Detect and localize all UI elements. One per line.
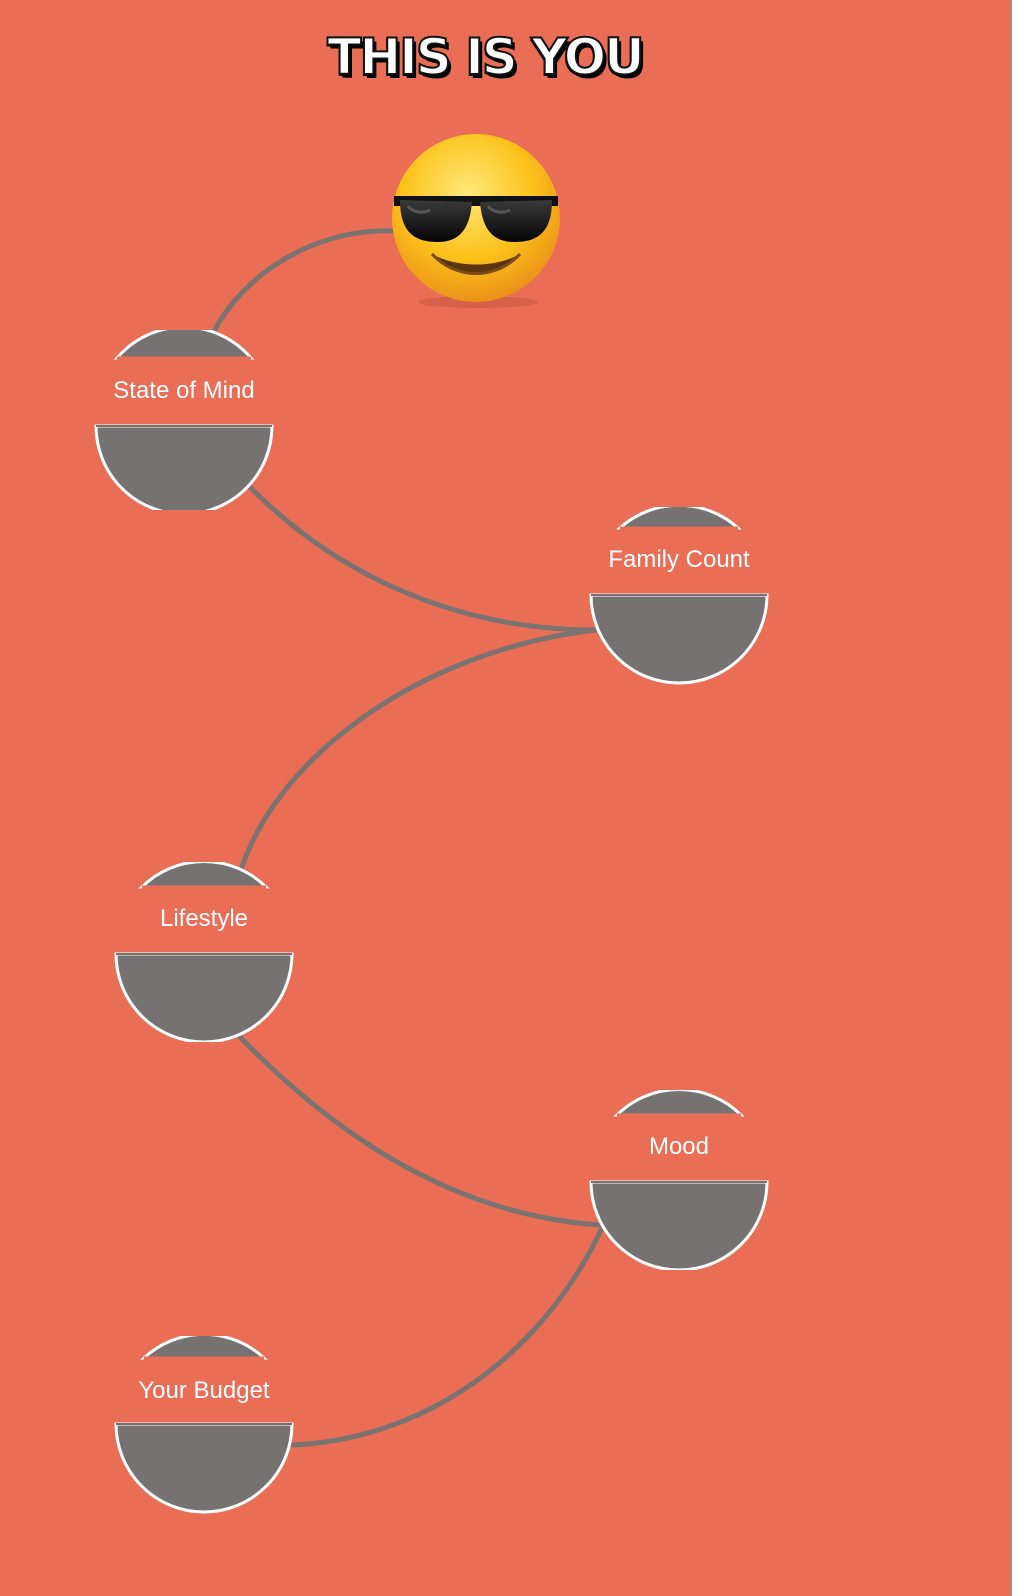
link-state-of-mind-family-count	[243, 480, 599, 633]
node-your-budget[interactable]: Your Budget	[114, 1336, 294, 1516]
node-label: Mood	[648, 1133, 710, 1160]
link-mood-your-budget	[289, 1225, 605, 1448]
avatar[interactable]	[386, 130, 566, 310]
node-state-of-mind[interactable]: State of Mind	[94, 330, 274, 510]
node-label: Your Budget	[138, 1377, 270, 1404]
node-mood[interactable]: Mood	[589, 1090, 769, 1270]
smiling-face-with-sunglasses-icon	[392, 134, 560, 308]
link-avatar-state-of-mind	[206, 228, 395, 345]
node-circle	[589, 1090, 769, 1270]
node-label: Lifestyle	[159, 905, 249, 932]
node-label: Family Count	[608, 546, 750, 573]
node-lifestyle[interactable]: Lifestyle	[114, 862, 294, 1042]
node-circle	[114, 1336, 294, 1514]
node-family-count[interactable]: Family Count	[589, 507, 769, 687]
node-label: State of Mind	[113, 377, 255, 404]
node-circle	[589, 507, 769, 685]
link-family-count-lifestyle	[235, 627, 599, 883]
link-lifestyle-mood	[237, 1034, 603, 1228]
node-circle	[94, 330, 274, 510]
node-circle	[114, 862, 294, 1042]
page-title: THIS IS YOU	[326, 27, 646, 87]
window-margin	[1012, 0, 1030, 1596]
window-edge	[1011, 0, 1012, 1596]
